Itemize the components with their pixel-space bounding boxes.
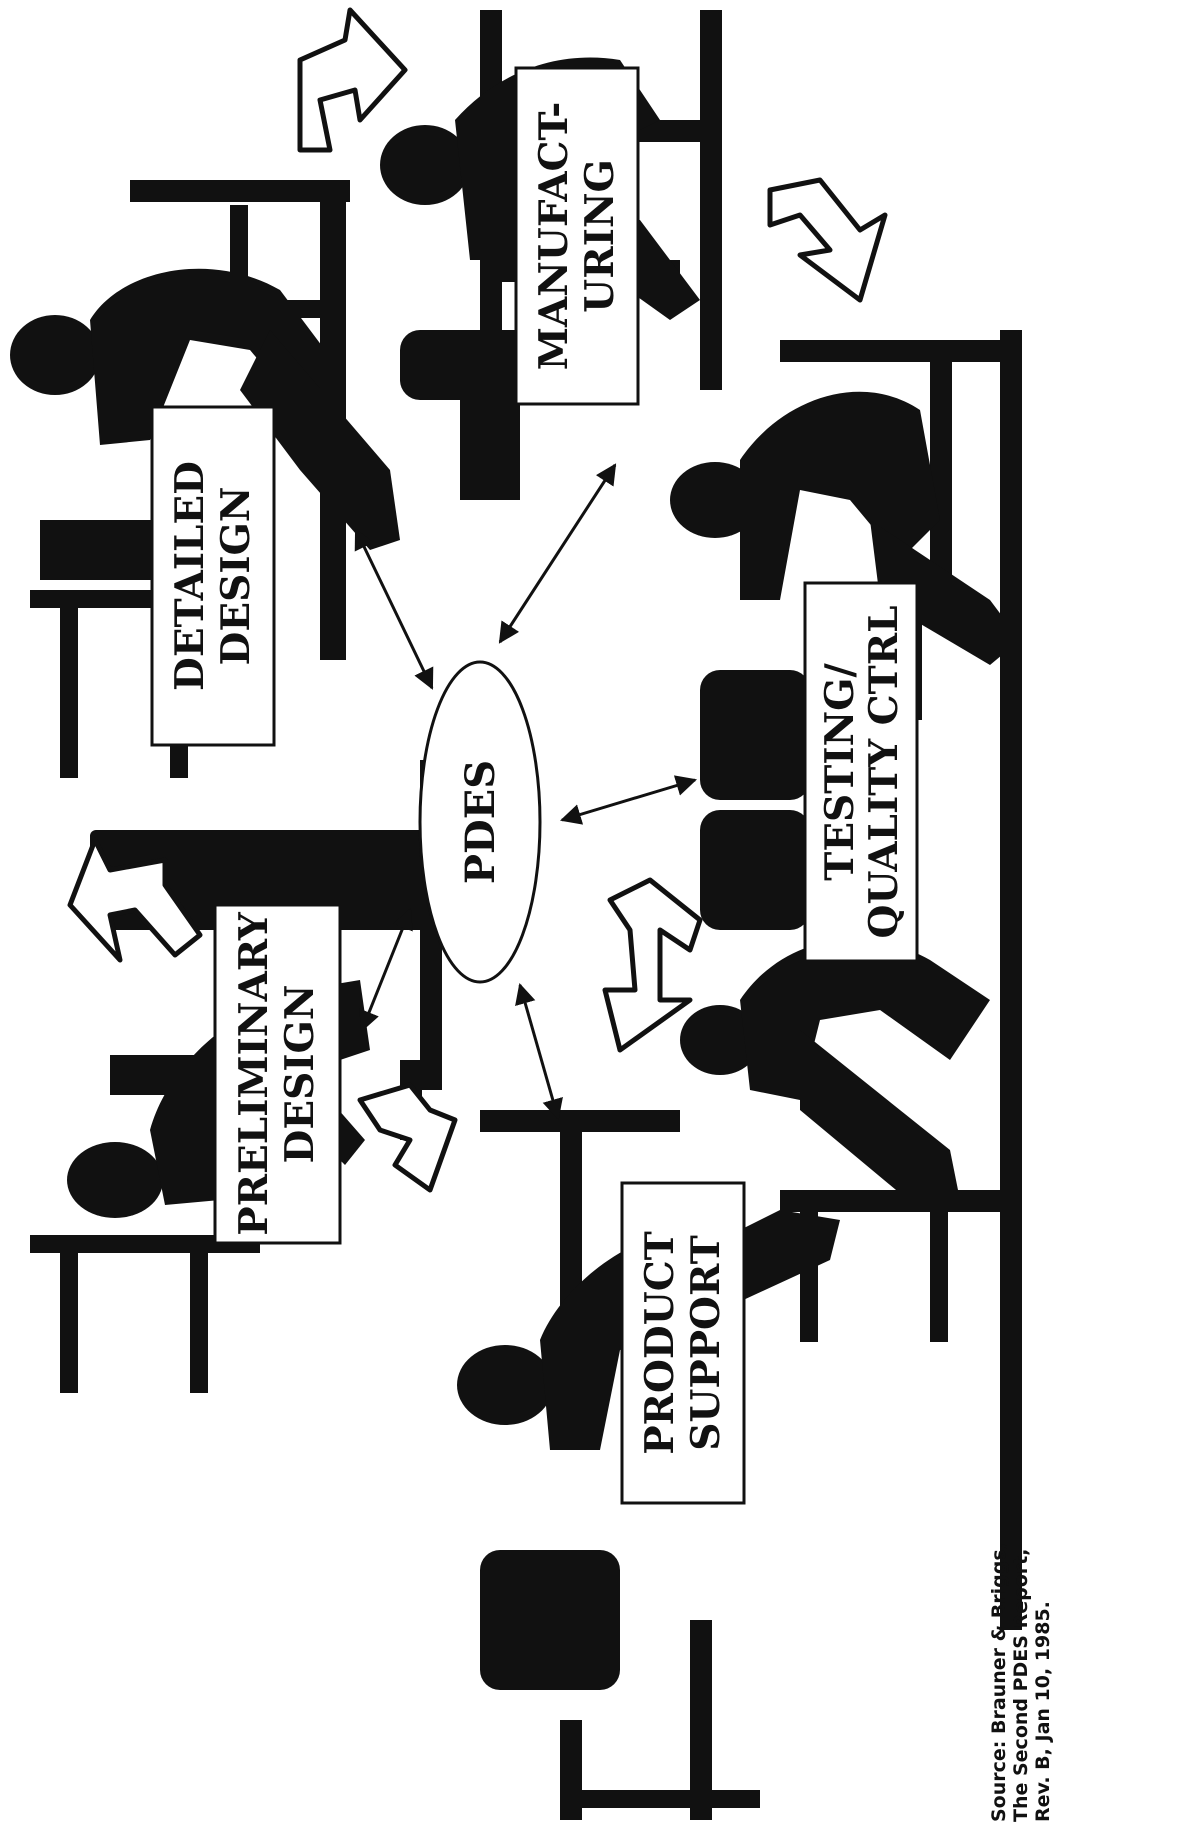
- source-citation: Source: Brauner & Briggs, The Second PDE…: [988, 1542, 1054, 1822]
- source-citation-line-3: Rev. B, Jan 10, 1985.: [1032, 1601, 1054, 1822]
- manufacturing-label-box: MANUFACT- URING: [514, 66, 640, 406]
- manufacturing-label-line-2: URING: [577, 159, 623, 313]
- flow-arrow-testing-to-support: [602, 877, 703, 1053]
- connector-pdes-preliminary-design: [359, 908, 413, 1032]
- product-support-label-line-1: PRODUCT: [637, 1231, 683, 1455]
- connector-pdes-product-support: [515, 982, 563, 1121]
- manufacturing-label-line-1: MANUFACT-: [531, 102, 577, 371]
- testing-quality-control-figure: [670, 330, 1022, 1630]
- detailed-design-label-line-2: DESIGN: [213, 487, 259, 666]
- preliminary-design-label-line-1: PRELIMINARY: [231, 911, 277, 1236]
- pdes-hub: PDES: [418, 660, 542, 984]
- flow-arrow-detailed-to-manufacturing: [297, 7, 408, 153]
- connector-pdes-testing-quality-control: [559, 775, 698, 825]
- detailed-design-label-line-1: DETAILED: [167, 461, 213, 691]
- product-support-label-line-2: SUPPORT: [683, 1235, 729, 1451]
- product-support-figure: [457, 1110, 1020, 1820]
- flow-arrow-support-to-preliminary: [357, 1082, 458, 1193]
- flow-arrow-manufacturing-to-testing: [767, 177, 888, 303]
- source-citation-line-2: The Second PDES Report,: [1010, 1549, 1032, 1822]
- connector-pdes-detailed-design: [354, 528, 434, 690]
- source-citation-line-1: Source: Brauner & Briggs,: [988, 1542, 1010, 1822]
- preliminary-design-label-box: PRELIMINARY DESIGN: [213, 903, 342, 1245]
- testing-quality-control-label-box: TESTING/ QUALITY CTRL: [803, 581, 919, 963]
- preliminary-design-label-line-2: DESIGN: [277, 985, 323, 1164]
- pdes-label: PDES: [457, 760, 504, 884]
- product-support-label-box: PRODUCT SUPPORT: [620, 1181, 746, 1505]
- detailed-design-label-box: DETAILED DESIGN: [150, 405, 276, 747]
- connector-pdes-manufacturing: [498, 463, 617, 644]
- flow-arrow-preliminary-to-detailed: [67, 837, 203, 963]
- testing-quality-control-label-line-2: QUALITY CTRL: [861, 605, 907, 938]
- testing-quality-control-label-line-1: TESTING/: [817, 663, 863, 881]
